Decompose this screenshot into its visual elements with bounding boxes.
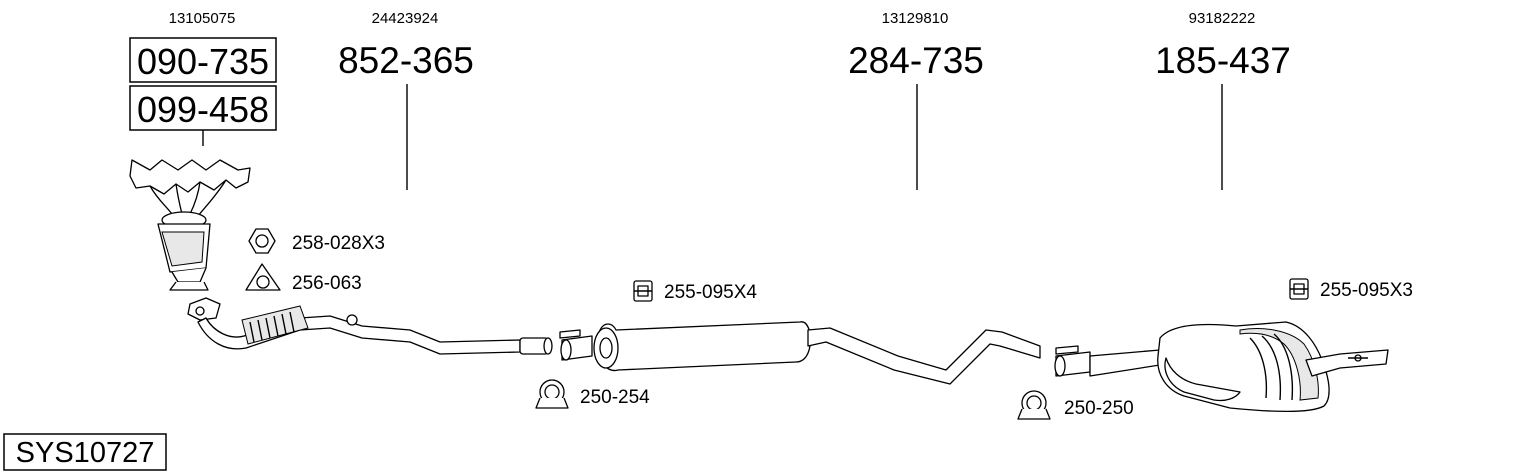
part-box-manifold-1 <box>129 37 277 83</box>
accessory-label-nut[interactable]: 258-028X3 <box>292 233 385 254</box>
rear-silencer-drawing[interactable] <box>1054 321 1389 413</box>
manifold-drawing[interactable] <box>129 159 251 291</box>
part-number-manifold-1[interactable]: 090-735 <box>137 41 269 82</box>
part-number-manifold-2[interactable]: 099-458 <box>137 89 269 130</box>
oem-number-front-pipe: 24423924 <box>372 10 439 27</box>
accessory-label-clamp-b[interactable]: 250-250 <box>1064 398 1134 419</box>
rubber-mount-icon-b <box>1289 278 1309 300</box>
oem-number-middle-silencer: 13129810 <box>882 10 949 27</box>
oem-number-manifold: 13105075 <box>169 10 236 27</box>
gasket-icon <box>245 263 281 291</box>
accessory-label-rubber-mount-a[interactable]: 255-095X4 <box>664 282 757 303</box>
clamp-icon-a <box>535 379 569 409</box>
front-pipe-drawing[interactable] <box>187 297 553 355</box>
part-number-front-pipe[interactable]: 852-365 <box>338 40 474 81</box>
rubber-mount-icon-a <box>633 280 653 302</box>
nut-icon <box>248 228 276 254</box>
system-code: SYS10727 <box>16 437 155 469</box>
middle-silencer-drawing[interactable] <box>559 321 1041 385</box>
accessory-label-clamp-a[interactable]: 250-254 <box>580 387 650 408</box>
part-number-middle-silencer[interactable]: 284-735 <box>848 40 984 81</box>
accessory-label-gasket[interactable]: 256-063 <box>292 273 362 294</box>
part-number-rear-silencer[interactable]: 185-437 <box>1155 40 1291 81</box>
accessory-label-rubber-mount-b[interactable]: 255-095X3 <box>1320 280 1413 301</box>
oem-number-rear-silencer: 93182222 <box>1189 10 1256 27</box>
clamp-icon-b <box>1017 390 1051 420</box>
system-code-box <box>3 433 167 471</box>
